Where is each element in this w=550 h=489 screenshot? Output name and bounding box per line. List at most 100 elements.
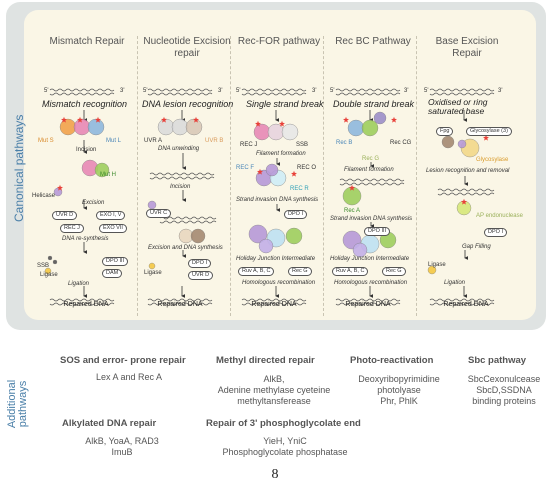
label-rec-f: REC F <box>236 165 254 171</box>
label-dna-resynthesis: DNA re-synthesis <box>62 236 109 242</box>
dna-strand <box>335 92 401 96</box>
box-ruv-abc: Ruv A, B, C <box>238 267 275 276</box>
dna-strand <box>429 298 495 302</box>
page-number: 8 <box>271 467 279 482</box>
box-rec-g: Rec G <box>382 267 406 276</box>
label-ssb: SSB <box>37 263 50 269</box>
box-uvr-d: UVR D <box>52 211 78 220</box>
label-rec-b: Rec B <box>336 140 353 146</box>
additional-title-sbc: Sbc pathway <box>468 355 527 366</box>
star-marker <box>95 116 101 123</box>
protein-blob <box>94 162 110 178</box>
protein-blob <box>352 242 368 258</box>
star-marker <box>193 116 199 123</box>
protein-blob <box>59 118 77 136</box>
protein-blob <box>44 267 52 275</box>
label-incision: Incision <box>76 147 97 153</box>
box-rec-g: Rec G <box>288 267 312 276</box>
label-ligase: Ligase <box>144 270 162 276</box>
column-divider <box>230 36 231 316</box>
additional-pathways: SOS and error- prone repair Lex A and Re… <box>4 337 550 457</box>
label-holliday-junction: Holiday Junction Intermediate <box>330 256 410 262</box>
label-filament-formation: Filament formation <box>344 167 394 173</box>
column-divider <box>323 36 324 316</box>
label-rec-cg: Rec CG <box>390 140 412 146</box>
label-ligase: Ligase <box>40 272 58 278</box>
dna-strand <box>49 88 115 92</box>
dna-strand <box>159 220 217 224</box>
dna-strand <box>147 298 213 302</box>
protein-blob <box>441 135 455 149</box>
result-repaired-dna: Repaired DNA <box>251 301 297 308</box>
label-filament-formation: Filament formation <box>256 151 306 157</box>
result-repaired-dna: Repaired DNA <box>345 301 391 308</box>
three-prime-label: 3' <box>404 88 409 94</box>
star-marker <box>291 170 297 177</box>
three-prime-label: 3' <box>498 88 503 94</box>
dna-strand <box>49 298 115 302</box>
additional-title-sos: SOS and error- prone repair <box>60 355 186 366</box>
box-exo-vii: EXO VII <box>99 224 127 233</box>
star-marker <box>343 116 349 123</box>
protein-blob <box>248 224 268 244</box>
step-single-strand-break: Single strand break <box>246 99 324 109</box>
protein-blob <box>87 118 105 136</box>
dna-strand <box>335 88 401 92</box>
star-marker <box>61 116 67 123</box>
dna-strand <box>429 302 495 306</box>
column-title-recfor: Rec-FOR pathway <box>237 36 321 47</box>
star-marker <box>461 198 467 205</box>
dna-strand <box>241 92 307 96</box>
protein-blob <box>52 259 58 265</box>
dna-strand <box>429 92 495 96</box>
box-rec-j: REC J <box>60 224 84 233</box>
result-repaired-dna: Repaired DNA <box>443 301 489 308</box>
three-prime-label: 3' <box>218 88 223 94</box>
box-dpo-i: DPO I <box>484 228 507 237</box>
additional-body-sbc: SbcCexonulcease SbcD,SSDNA binding prote… <box>467 374 541 406</box>
dna-strand <box>49 302 115 306</box>
protein-blob <box>258 238 274 254</box>
box-uvr-d: UVR D <box>188 271 214 280</box>
box-fpg: Fpg <box>436 127 454 136</box>
box-ruv-abc: Ruv A, B, C <box>332 267 369 276</box>
dna-strand <box>339 178 405 182</box>
protein-blob <box>190 228 206 244</box>
star-marker <box>77 116 83 123</box>
label-mut-h: Mut H <box>100 172 117 178</box>
label-rec-j: REC J <box>240 142 258 148</box>
protein-blob <box>147 200 157 210</box>
dna-strand <box>147 88 213 92</box>
protein-blob <box>73 118 91 136</box>
label-incision: Incision <box>170 184 191 190</box>
additional-body-photo: Deoxyribopyrimidine photolyase Phr, PhlK <box>358 374 440 406</box>
additional-title-phosphoglycolate: Repair of 3' phosphoglycolate end <box>206 418 361 429</box>
dna-strand <box>149 176 215 180</box>
dna-strand <box>429 88 495 92</box>
label-ssb: SSB <box>296 142 309 148</box>
protein-blob <box>171 118 189 136</box>
dna-strand <box>149 172 215 176</box>
label-excision: Excision <box>82 200 105 206</box>
star-marker <box>255 120 261 127</box>
dna-strand <box>241 88 307 92</box>
star-marker <box>57 184 63 191</box>
label-uvr-a: UVR A <box>144 138 163 144</box>
protein-blob <box>281 123 299 141</box>
label-rec-g-small: Rec G <box>362 156 380 162</box>
box-dpo-iii: DPO III <box>102 257 129 266</box>
dna-strand <box>241 302 307 306</box>
label-ligase: Ligase <box>428 262 446 268</box>
protein-blob <box>47 255 53 261</box>
star-marker <box>279 120 285 127</box>
protein-blob <box>285 227 303 245</box>
additional-body-sos: Lex A and Rec A <box>95 372 163 382</box>
protein-blob <box>265 163 279 177</box>
box-dpo-iii: DPO III <box>364 227 391 236</box>
column-title-ber: Base Excision Repair <box>435 36 499 59</box>
label-ap-endonuclease: AP endonuclease <box>476 213 523 219</box>
label-glycosylase: Glycosylase <box>476 157 509 163</box>
additional-title-methyl: Methyl directed repair <box>216 355 315 366</box>
column-title-mismatch: Mismatch Repair <box>49 36 125 47</box>
